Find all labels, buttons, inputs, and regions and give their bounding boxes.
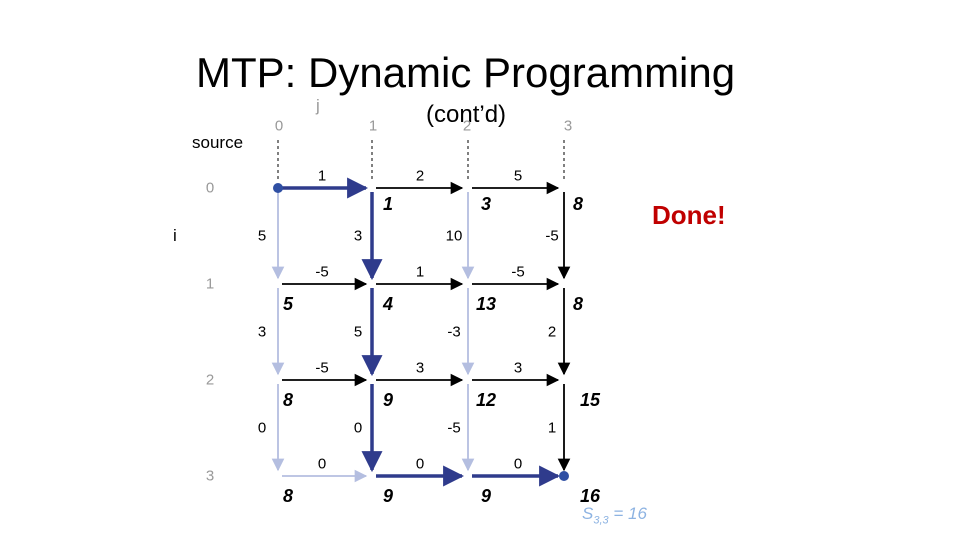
edge-weight: -5	[315, 359, 329, 377]
edge-weight: 0	[257, 419, 267, 437]
row-index: 0	[205, 179, 215, 197]
edge-weight: -5	[545, 227, 559, 245]
edge-weight: 2	[415, 167, 425, 185]
edge-weight: 1	[317, 167, 327, 185]
i-axis-label: i	[173, 226, 177, 245]
edge-weight: -5	[511, 263, 525, 281]
edge-weight: 5	[257, 227, 267, 245]
cell-score: 8	[282, 390, 294, 410]
cell-score: 16	[579, 486, 601, 506]
column-index: 0	[274, 117, 284, 135]
cell-score: 1	[382, 194, 394, 214]
edge-weight: 5	[353, 323, 363, 341]
edge-weight: -5	[315, 263, 329, 281]
done-label: Done!	[652, 200, 726, 230]
edge-weight: 3	[353, 227, 363, 245]
formula-suffix: = 16	[608, 504, 647, 523]
cell-score: 8	[282, 486, 294, 506]
cell-score: 4	[382, 294, 394, 314]
score-formula: S3,3 = 16	[582, 505, 647, 526]
cell-score: 15	[579, 390, 601, 410]
source-node	[273, 183, 283, 193]
cell-score: 5	[282, 294, 294, 314]
cell-score: 3	[480, 194, 492, 214]
formula-prefix: S	[582, 504, 594, 523]
j-axis-label: j	[316, 96, 320, 115]
edge-weight: -3	[447, 323, 461, 341]
edge-weight: 3	[513, 359, 523, 377]
page-subtitle: (cont’d)	[426, 101, 507, 128]
row-index: 1	[205, 275, 215, 293]
formula-subscript: 3,3	[593, 514, 609, 527]
edge-weight: 0	[513, 455, 523, 473]
cell-score: 12	[475, 390, 497, 410]
column-index: 1	[368, 117, 378, 135]
edge-weight: -5	[447, 419, 461, 437]
edge-weight: 3	[257, 323, 267, 341]
column-index: 3	[563, 117, 573, 135]
cell-score: 9	[382, 390, 394, 410]
edge-weight: 3	[415, 359, 425, 377]
source-label: source	[192, 133, 244, 152]
cell-score: 13	[475, 294, 497, 314]
edge-weight: 10	[445, 227, 463, 245]
edge-weight: 1	[547, 419, 557, 437]
edge-weight: 1	[415, 263, 425, 281]
cell-score: 9	[382, 486, 394, 506]
edge-weight: 0	[353, 419, 363, 437]
cell-score: 9	[480, 486, 492, 506]
row-index: 3	[205, 467, 215, 485]
cell-score: 8	[572, 294, 584, 314]
sink-node	[559, 471, 569, 481]
row-index: 2	[205, 371, 215, 389]
edge-weight: 2	[547, 323, 557, 341]
edge-weight: 5	[513, 167, 523, 185]
page-title: MTP: Dynamic Programming	[196, 49, 736, 96]
cell-score: 8	[572, 194, 584, 214]
column-index: 2	[462, 117, 472, 135]
edge-weight: 0	[415, 455, 425, 473]
edge-weight: 0	[317, 455, 327, 473]
